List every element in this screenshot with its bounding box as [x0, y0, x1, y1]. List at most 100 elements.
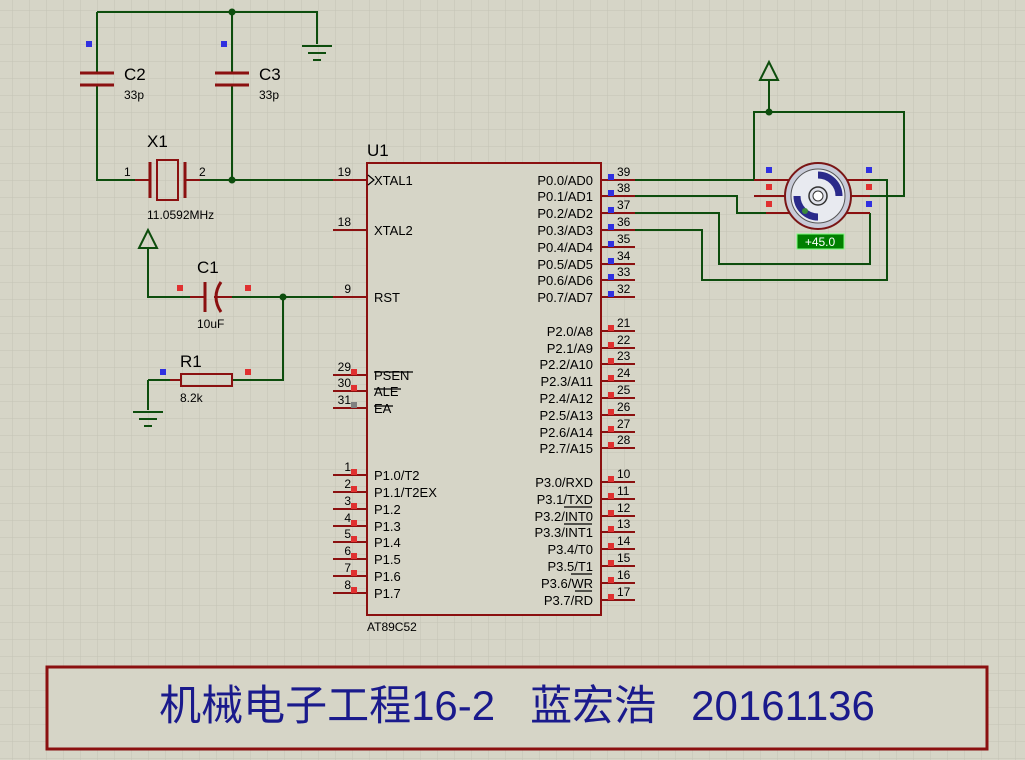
capacitor-c1[interactable]: C1 10uF	[177, 258, 251, 331]
pin-marker	[766, 167, 772, 173]
ground-symbol-left	[133, 411, 163, 427]
pin-marker	[608, 526, 614, 532]
wire-motor-loop	[753, 111, 905, 197]
pin-marker	[177, 285, 183, 291]
capacitor-c2[interactable]: C2 33p	[80, 41, 146, 102]
capacitor-c3[interactable]: C3 33p	[215, 41, 281, 102]
left-pin-group: 19XTAL118XTAL29RST29PSEN30ALE31EA1P1.0/T…	[333, 165, 437, 601]
mcu-pin-left[interactable]: 6P1.5	[333, 544, 401, 567]
mcu-pin-left[interactable]: 7P1.6	[333, 561, 401, 584]
mcu-pin-left[interactable]: 8P1.7	[333, 578, 401, 601]
pin-number: 30	[338, 376, 352, 390]
pin-number: 12	[617, 501, 631, 515]
pin-marker	[608, 476, 614, 482]
pin-marker	[608, 325, 614, 331]
mcu-pin-left[interactable]: 4P1.3	[333, 511, 401, 534]
pin-marker	[866, 184, 872, 190]
pin-marker	[608, 258, 614, 264]
c1-ref: C1	[197, 258, 219, 277]
pin-marker	[608, 543, 614, 549]
stepper-motor[interactable]: +45.0	[754, 162, 872, 250]
junction-dot	[765, 108, 773, 116]
mcu-pin-left[interactable]: 2P1.1/T2EX	[333, 477, 437, 500]
pin-number: 3	[344, 494, 351, 508]
pin-marker	[86, 41, 92, 47]
pin-number: 7	[344, 561, 351, 575]
pin-label: P0.5/AD5	[537, 257, 593, 272]
mcu-pin-left[interactable]: 1P1.0/T2	[333, 460, 420, 483]
pin-marker	[351, 570, 357, 576]
pin-label: P0.1/AD1	[537, 189, 593, 204]
pin-label: P2.7/A15	[540, 441, 594, 456]
pin-label: P0.7/AD7	[537, 290, 593, 305]
mcu-u1[interactable]: U1 AT89C52 19XTAL118XTAL29RST29PSEN30ALE…	[333, 141, 635, 634]
wire-c1-vcc	[147, 248, 190, 298]
clock-arrow	[367, 174, 375, 186]
pin-number: 24	[617, 366, 631, 380]
pin-number: 34	[617, 249, 631, 263]
pin-label: P1.6	[374, 569, 401, 584]
pin-label: P1.7	[374, 586, 401, 601]
pin-number: 39	[617, 165, 631, 179]
pin-marker	[608, 510, 614, 516]
pin-marker	[351, 385, 357, 391]
pin-marker	[245, 285, 251, 291]
mcu-pin-left[interactable]: 5P1.4	[333, 527, 401, 550]
r1-ref: R1	[180, 352, 202, 371]
pin-number: 1	[344, 460, 351, 474]
pin-marker	[608, 291, 614, 297]
pin-marker	[608, 174, 614, 180]
pin-marker	[608, 274, 614, 280]
c1-value: 10uF	[197, 317, 224, 331]
c3-ref: C3	[259, 65, 281, 84]
pin-marker	[608, 342, 614, 348]
mcu-pin-left[interactable]: 3P1.2	[333, 494, 401, 517]
pin-label: P2.6/A14	[540, 425, 594, 440]
pin-number: 33	[617, 265, 631, 279]
pin-label: P1.1/T2EX	[374, 485, 437, 500]
pin-label: P0.0/AD0	[537, 173, 593, 188]
pin-label: PSEN	[374, 368, 409, 383]
resistor-r1[interactable]: R1 8.2k	[160, 352, 251, 405]
pin-label: P0.2/AD2	[537, 206, 593, 221]
pin-label: XTAL2	[374, 223, 413, 238]
overbars	[374, 371, 592, 592]
c3-value: 33p	[259, 88, 279, 102]
pin-number: 5	[344, 527, 351, 541]
pin-marker	[351, 402, 357, 408]
crystal-x1[interactable]: X1 1 2 11.0592MHz	[124, 132, 214, 222]
pin-marker	[866, 201, 872, 207]
banner-text: 机械电子工程16-2 蓝宏浩 20161136	[159, 682, 875, 729]
